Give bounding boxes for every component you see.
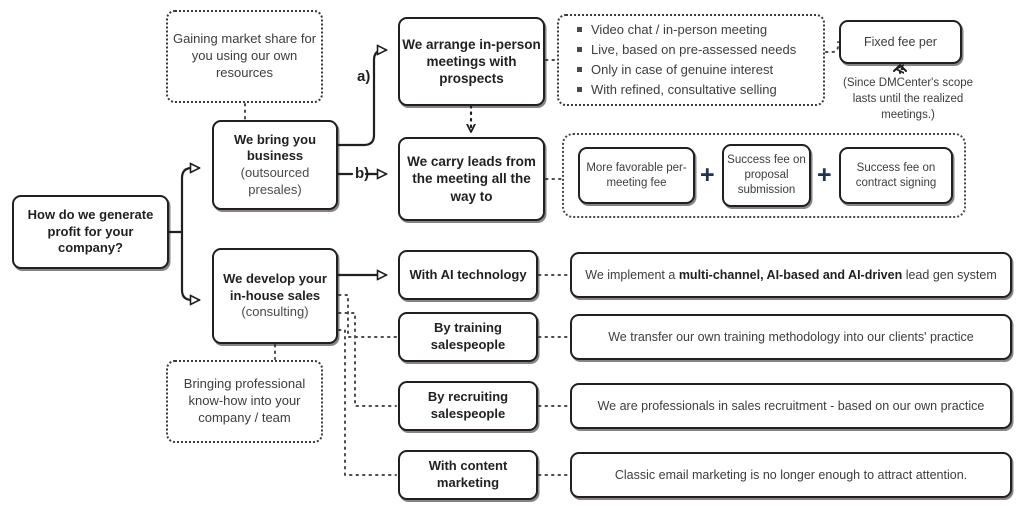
note-market-share: Gaining market share for you using our o… <box>166 10 323 103</box>
fixed-fee-box[interactable]: Fixed fee per <box>839 20 962 64</box>
consulting-row-desc-training: We transfer our own training methodology… <box>570 314 1012 360</box>
fixed-fee-caption: (Since DMCenter's scope lasts until the … <box>842 77 974 122</box>
consulting-row-desc-content: Classic email marketing is no longer eno… <box>570 452 1012 498</box>
consulting-row-desc-ai: We implement a multi-channel, AI-based a… <box>570 252 1012 298</box>
wire-root-split <box>167 168 199 300</box>
root-question-text: How do we generate profit for your compa… <box>27 207 154 256</box>
wire-consulting-to-rows <box>338 294 397 476</box>
root-question-box[interactable]: How do we generate profit for your compa… <box>12 195 169 269</box>
step-arrange-meetings[interactable]: We arrange in-person meetings with prosp… <box>398 17 545 106</box>
consulting-row-label-training[interactable]: By training salespeople <box>398 312 538 362</box>
branch-consulting-title: We develop your in-house sales <box>223 271 327 303</box>
consulting-row-1-label: With AI technology <box>409 266 527 282</box>
consulting-row-1-desc-pre: We implement a <box>585 267 679 282</box>
branch-mark-b: b) <box>355 165 370 182</box>
fixed-fee-text: Fixed fee per <box>864 34 937 49</box>
branch-business-subtitle: (outsourced presales) <box>240 165 310 197</box>
consulting-row-label-content[interactable]: With content marketing <box>398 450 538 500</box>
fee-component-contract[interactable]: Success fee on contract signing <box>839 147 953 204</box>
fee-component-per-meeting[interactable]: More favorable per-meeting fee <box>578 147 695 204</box>
branch-bring-you-business[interactable]: We bring you business (outsourced presal… <box>212 120 338 210</box>
step-carry-leads[interactable]: We carry leads from the meeting all the … <box>398 137 545 221</box>
wire-feenote-to-fee <box>897 67 904 74</box>
plus-icon: + <box>817 161 832 189</box>
consulting-row-desc-recruiting: We are professionals in sales recruitmen… <box>570 383 1012 429</box>
fee-component-3-text: Success fee on contract signing <box>855 161 937 189</box>
wire-bullets-to-fee <box>825 41 839 53</box>
consulting-row-4-desc: Classic email marketing is no longer eno… <box>614 467 968 482</box>
fee-component-1-text: More favorable per-meeting fee <box>586 161 687 189</box>
list-item: Video chat / in-person meeting <box>577 20 796 40</box>
consulting-row-2-label: By training salespeople <box>430 320 506 352</box>
consulting-row-1-desc-post: lead gen system <box>902 267 997 282</box>
branch-mark-a: a) <box>357 68 371 85</box>
consulting-row-1-desc-bold: multi-channel, AI-based and AI-driven <box>678 267 903 282</box>
consulting-row-3-desc: We are professionals in sales recruitmen… <box>597 398 985 413</box>
branch-develop-in-house-sales[interactable]: We develop your in-house sales (consulti… <box>212 248 338 344</box>
fee-component-2-text: Success fee on proposal submission <box>727 154 806 196</box>
meeting-attributes-box: Video chat / in-person meeting Live, bas… <box>557 14 825 106</box>
step-arrange-text: We arrange in-person meetings with prosp… <box>402 36 541 87</box>
consulting-row-label-ai[interactable]: With AI technology <box>398 250 538 300</box>
step-carry-text: We carry leads from the meeting all the … <box>407 154 536 204</box>
consulting-row-label-recruiting[interactable]: By recruiting salespeople <box>398 381 538 431</box>
arrow-feenote-head <box>893 64 907 72</box>
note-know-how-text: Bringing professional know-how into your… <box>183 376 306 425</box>
list-item: Only in case of genuine interest <box>577 60 796 80</box>
branch-consulting-subtitle: (consulting) <box>241 304 309 320</box>
branch-business-title: We bring you business <box>233 131 317 164</box>
plus-icon: + <box>700 161 715 189</box>
note-market-share-text: Gaining market share for you using our o… <box>172 31 317 80</box>
meeting-attributes-list: Video chat / in-person meeting Live, bas… <box>559 20 796 101</box>
wire-rows-to-descriptions <box>538 274 570 476</box>
fee-component-proposal[interactable]: Success fee on proposal submission <box>722 144 811 207</box>
list-item: Live, based on pre-assessed needs <box>577 40 796 60</box>
consulting-row-4-label: With content marketing <box>428 458 508 490</box>
consulting-row-3-label: By recruiting salespeople <box>427 389 509 421</box>
note-know-how: Bringing professional know-how into your… <box>166 360 323 443</box>
consulting-row-2-desc: We transfer our own training methodology… <box>608 329 974 344</box>
list-item: With refined, consultative selling <box>577 80 796 100</box>
